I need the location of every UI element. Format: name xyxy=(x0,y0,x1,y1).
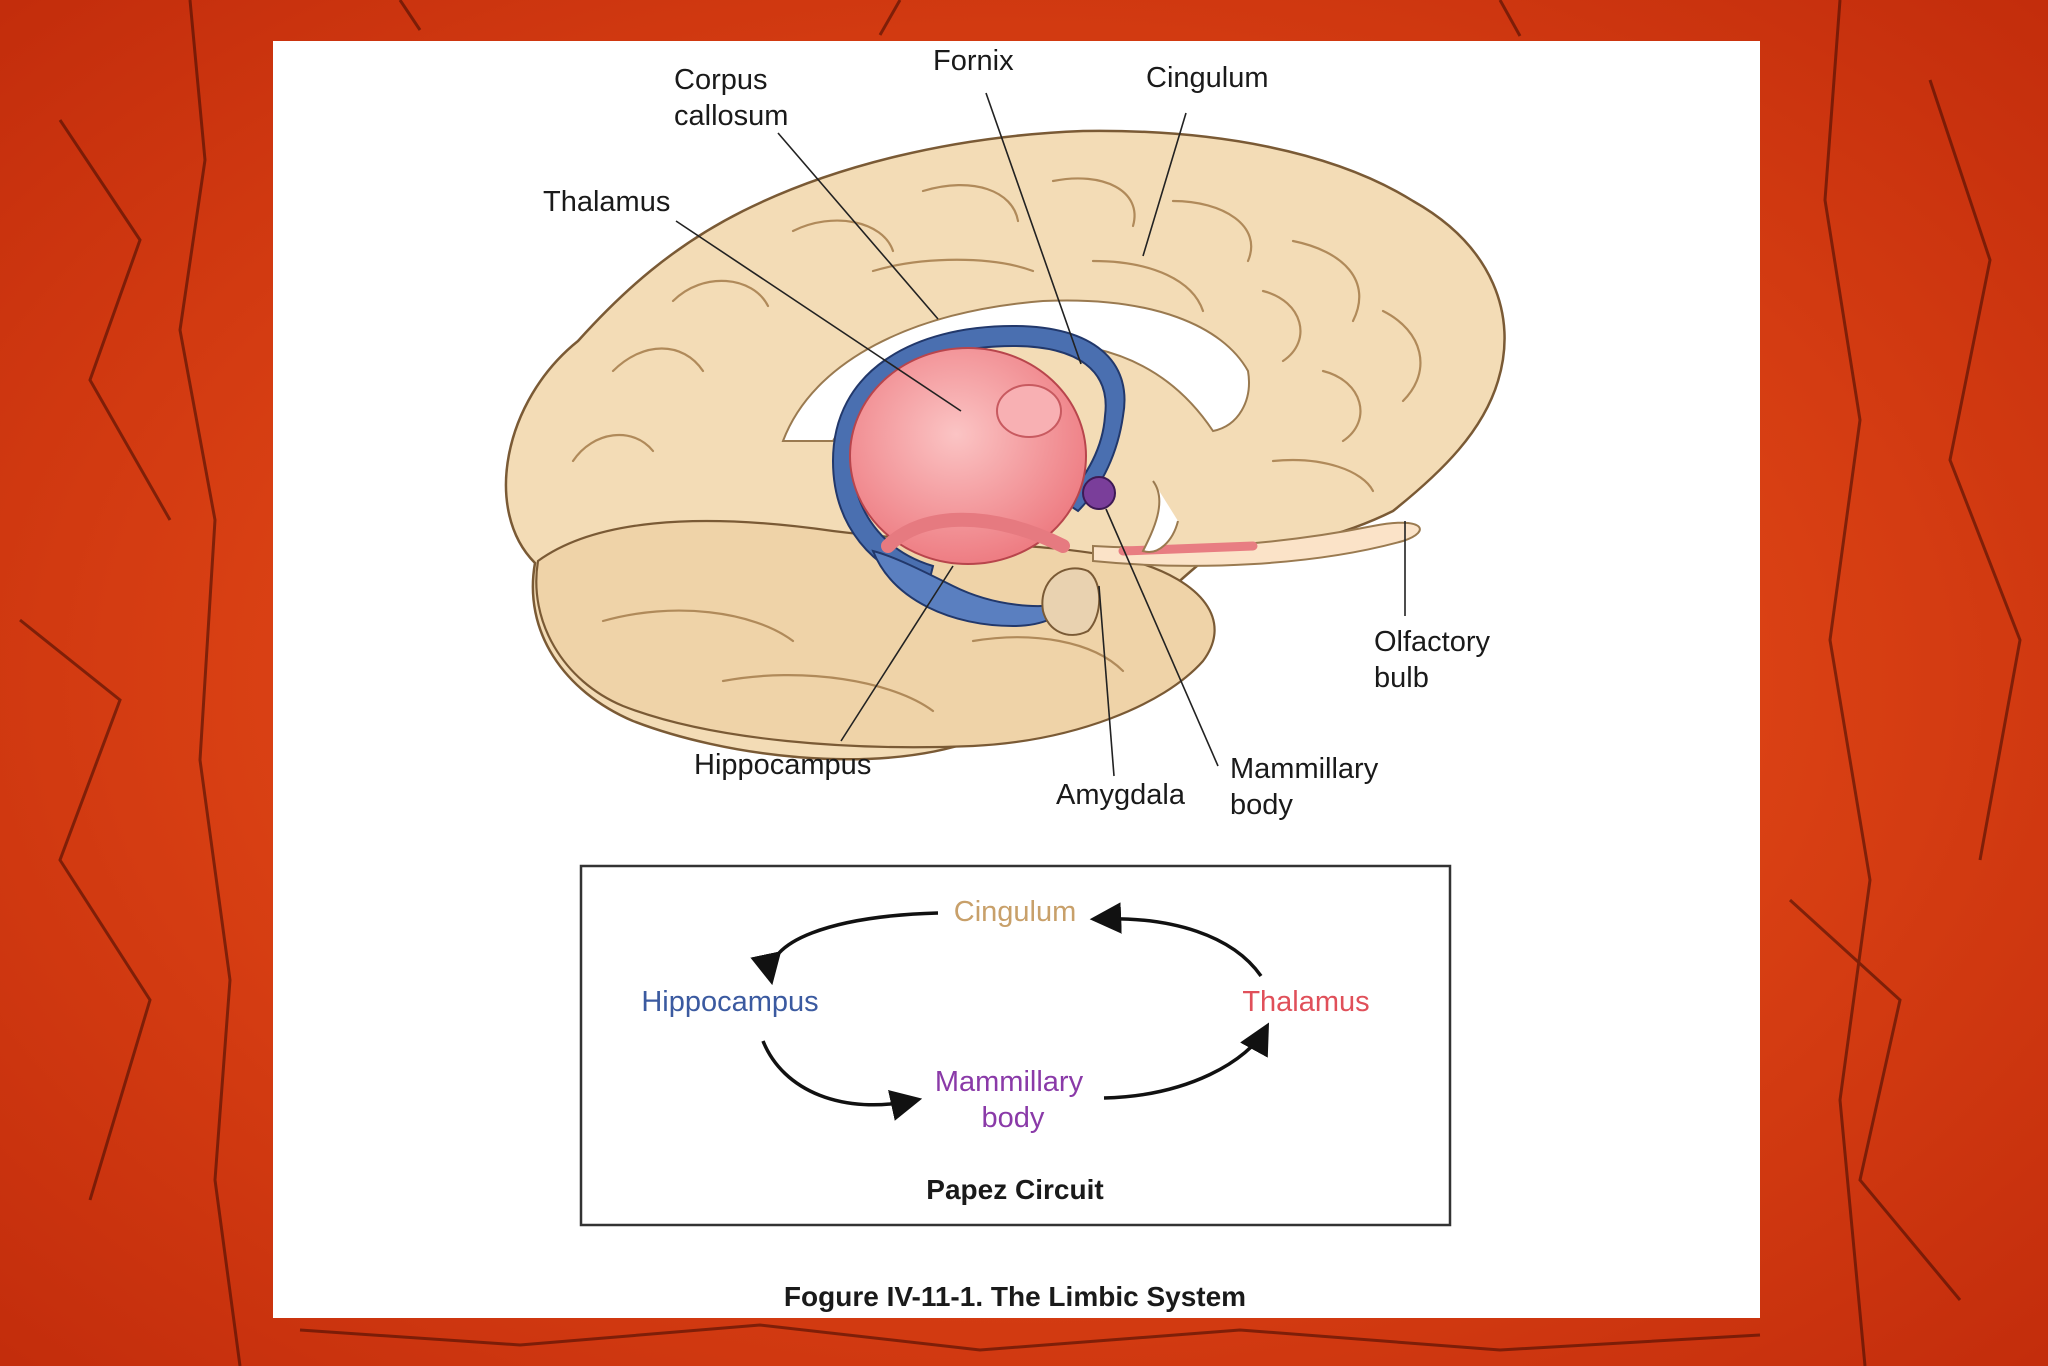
brain-illustration xyxy=(504,129,1506,761)
papez-node-hippocampus: Hippocampus xyxy=(641,986,818,1018)
figure-caption: Fogure IV-11-1. The Limbic System xyxy=(784,1281,1246,1312)
papez-arrow-thalamus-to-cingulum xyxy=(1089,902,1263,978)
papez-node-mammillary-body: Mammillary body xyxy=(935,1066,1091,1134)
papez-arrow-cingulum-to-hippocampus xyxy=(750,911,939,986)
label-mammillary-body: Mammillary body xyxy=(1230,753,1386,821)
limbic-system-diagram: Corpus callosum Fornix Cingulum Thalamus… xyxy=(504,45,1506,1312)
label-thalamus: Thalamus xyxy=(543,186,670,218)
papez-node-thalamus: Thalamus xyxy=(1242,986,1369,1018)
label-amygdala: Amygdala xyxy=(1056,779,1186,811)
figure-panel: Corpus callosum Fornix Cingulum Thalamus… xyxy=(273,41,1760,1318)
label-cingulum: Cingulum xyxy=(1146,62,1269,94)
amygdala-shape xyxy=(1041,567,1101,636)
papez-node-cingulum: Cingulum xyxy=(954,896,1077,928)
fornix-shape xyxy=(831,324,1126,588)
mammillary-body-shape xyxy=(1082,476,1116,510)
papez-circuit-title: Papez Circuit xyxy=(926,1174,1103,1205)
label-olfactory-bulb: Olfactory bulb xyxy=(1374,626,1498,694)
label-fornix: Fornix xyxy=(933,45,1014,77)
anterior-nucleus-shape xyxy=(996,384,1062,438)
papez-arrow-hippocampus-to-mammillary xyxy=(761,1040,923,1121)
papez-circuit-box: Cingulum Hippocampus Thalamus Mammillary… xyxy=(579,864,1452,1227)
label-leader-lines xyxy=(675,92,1406,777)
label-corpus-callosum: Corpus callosum xyxy=(674,64,788,132)
papez-arrow-mammillary-to-thalamus xyxy=(1103,1022,1270,1100)
temporal-lobe xyxy=(535,519,1216,749)
label-hippocampus: Hippocampus xyxy=(694,749,871,781)
thalamus-shape xyxy=(849,347,1087,565)
